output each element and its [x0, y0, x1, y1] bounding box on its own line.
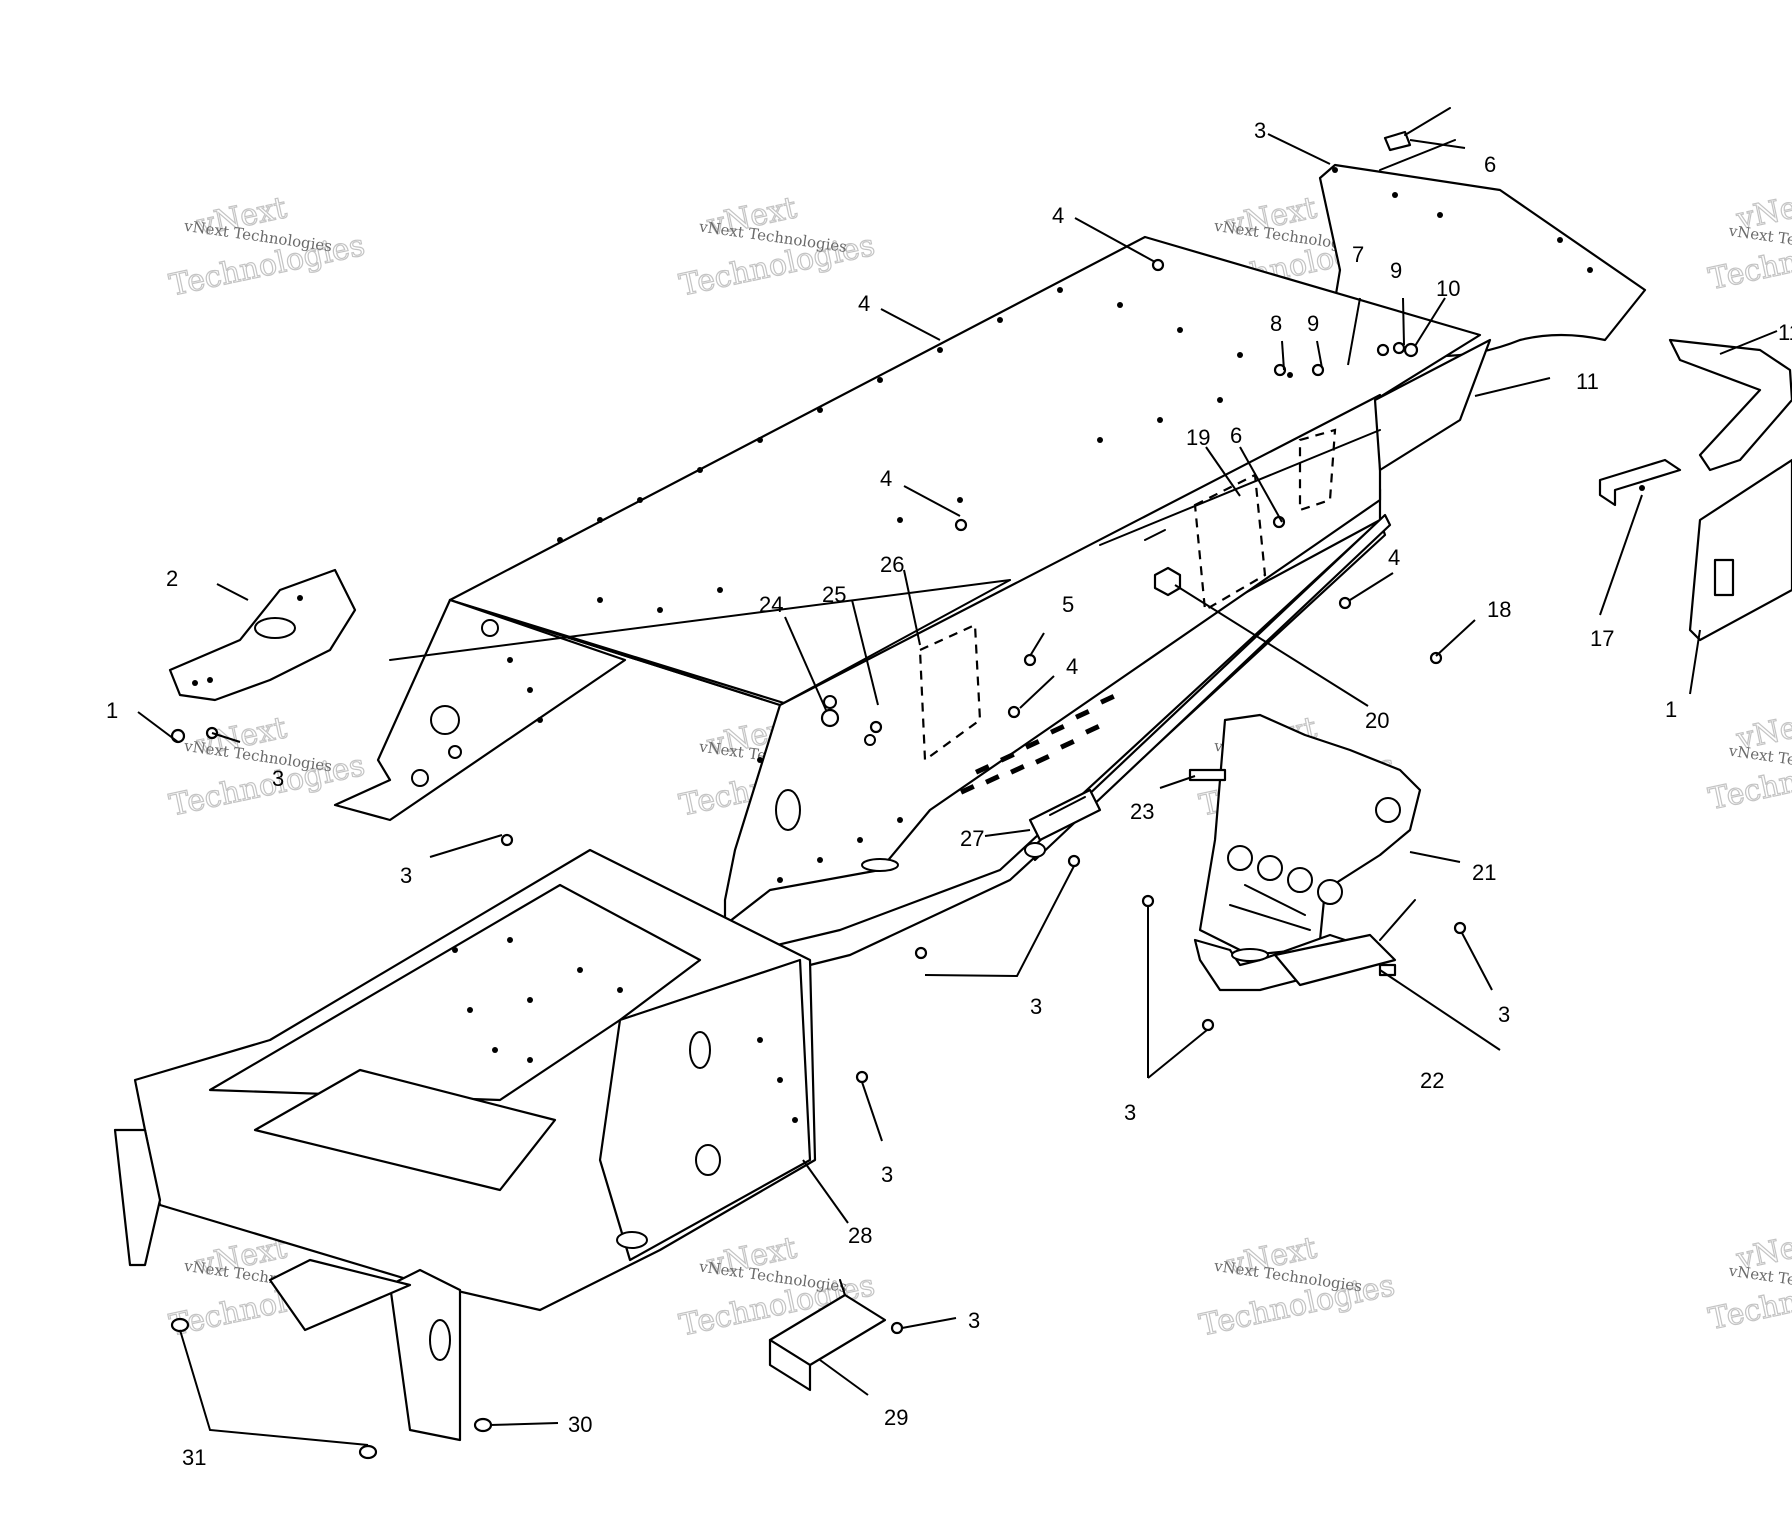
callout-label: 6 — [1484, 152, 1496, 177]
angle-bracket-part-30 — [768, 1279, 887, 1392]
bracket-part-23 — [1193, 899, 1416, 992]
callout-label: 9 — [1390, 258, 1402, 283]
vent-slots — [959, 694, 1115, 795]
callout-label: 8 — [1270, 311, 1282, 336]
callout-label: 23 — [1130, 799, 1154, 824]
callout-label: 7 — [1352, 242, 1364, 267]
callout-label: 31 — [182, 1445, 206, 1470]
front-frame-part-29 — [113, 848, 817, 1442]
callout-label: 2 — [166, 566, 178, 591]
callout-label: 28 — [848, 1223, 872, 1248]
callout-label: 1 — [1665, 697, 1677, 722]
callout-label: 5 — [1062, 592, 1074, 617]
small-fasteners — [500, 258, 1467, 1335]
callout-label: 10 — [1436, 276, 1460, 301]
callout-label: 22 — [1420, 1068, 1444, 1093]
callout-label: 25 — [822, 582, 846, 607]
callout-label: 3 — [968, 1308, 980, 1333]
callout-label: 4 — [1388, 545, 1400, 570]
skid-plate-part-22 — [1198, 713, 1422, 957]
callout-label: 20 — [1365, 708, 1389, 733]
bracket-part-2 — [168, 568, 357, 702]
callout-label: 3 — [1124, 1100, 1136, 1125]
callout-label: 1 — [106, 698, 118, 723]
callout-label: 3 — [1030, 994, 1042, 1019]
callout-label: 4 — [858, 291, 870, 316]
callout-label: 4 — [1066, 654, 1078, 679]
callout-label: 29 — [884, 1405, 908, 1430]
callout-label: 27 — [960, 826, 984, 851]
callout-label: 3 — [272, 766, 284, 791]
nut-part — [1153, 566, 1182, 597]
callout-label: 18 — [1487, 597, 1511, 622]
callout-labels: 3 6 4 4 7 9 10 8 9 11 11 6 19 4 5 4 4 18… — [106, 118, 1792, 1470]
leader-lines — [137, 133, 1778, 1446]
callout-label: 11 — [1778, 320, 1792, 345]
fasteners-front — [170, 1317, 493, 1460]
callout-label: 3 — [400, 863, 412, 888]
callout-label: 26 — [880, 552, 904, 577]
callout-label: 3 — [1254, 118, 1266, 143]
callout-label: 19 — [1186, 425, 1210, 450]
callout-label: 17 — [1590, 626, 1614, 651]
callout-label: 21 — [1472, 860, 1496, 885]
callout-label: 6 — [1230, 423, 1242, 448]
callout-label: 4 — [1052, 203, 1064, 228]
callout-label: 4 — [880, 466, 892, 491]
cross-rod-part — [1024, 788, 1102, 858]
callout-label: 3 — [1498, 1002, 1510, 1027]
callout-label: 3 — [881, 1162, 893, 1187]
callout-label: 11 — [1576, 369, 1599, 394]
callout-label: 24 — [759, 592, 783, 617]
tunnel-part — [333, 235, 1492, 977]
rear-bumper-part — [1318, 107, 1647, 358]
rear-parts-right — [1598, 338, 1792, 642]
callout-label: 9 — [1307, 311, 1319, 336]
callout-label: 30 — [568, 1412, 592, 1437]
pin-part-24 — [1188, 768, 1227, 782]
